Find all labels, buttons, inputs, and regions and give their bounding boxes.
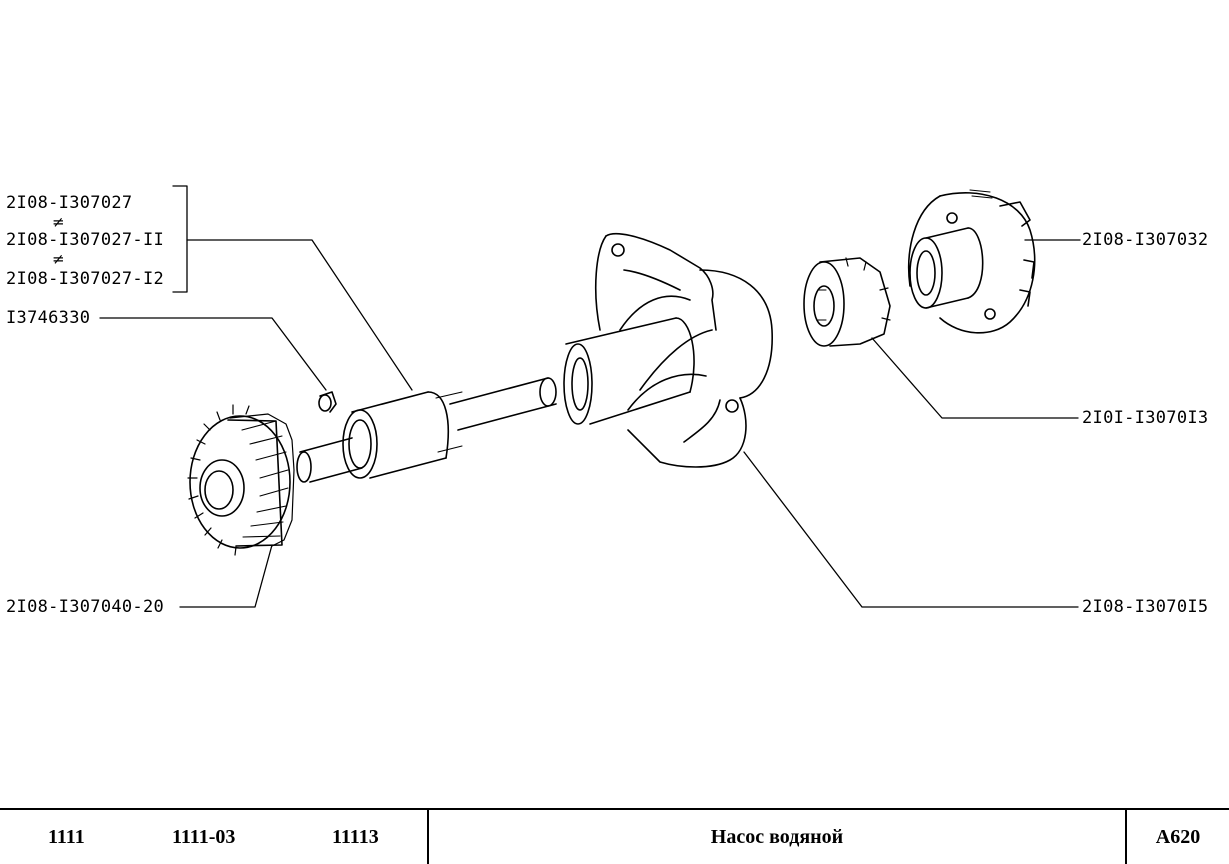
model-1111: 1111 — [48, 825, 85, 848]
label-pump-shaft-c: 2I08-I307027-I2 — [6, 269, 165, 289]
set-screw-drawing — [318, 391, 337, 413]
sheet-code: А620 — [1155, 825, 1201, 848]
leader-gear — [179, 544, 273, 608]
label-set-screw: I3746330 — [6, 308, 91, 328]
label-pump-shaft-b: 2I08-I307027-II — [6, 230, 165, 250]
leader-pump-shaft — [172, 185, 188, 293]
label-seal: 2I0I-I3070I3 — [1082, 408, 1209, 428]
model-1111-03: 1111-03 — [172, 825, 236, 848]
divider-left — [427, 810, 429, 864]
model-11113: 11113 — [332, 825, 379, 848]
label-pump-housing: 2I08-I3070I5 — [1082, 597, 1209, 617]
leader-seal — [871, 337, 1079, 419]
not-equal-symbol-1: ≠ — [52, 213, 65, 231]
divider-right — [1125, 810, 1127, 864]
leader-housing — [743, 451, 1079, 608]
leader-lines — [99, 185, 1081, 608]
seal-drawing — [803, 257, 891, 347]
impeller-drawing — [907, 189, 1036, 334]
not-equal-symbol-2: ≠ — [52, 250, 65, 268]
label-gear: 2I08-I307040-20 — [6, 597, 165, 617]
label-impeller: 2I08-I307032 — [1082, 230, 1209, 250]
leader-set-screw — [99, 317, 327, 391]
label-pump-shaft-a: 2I08-I307027 — [6, 193, 133, 213]
exploded-view-drawing — [99, 185, 1081, 608]
title-block: 1111 1111-03 11113 Насос водяной А620 — [0, 808, 1229, 864]
housing-drawing — [563, 232, 773, 468]
shaft-drawing — [296, 377, 557, 483]
gear-drawing — [187, 404, 295, 556]
drawing-title: Насос водяной — [710, 825, 844, 848]
